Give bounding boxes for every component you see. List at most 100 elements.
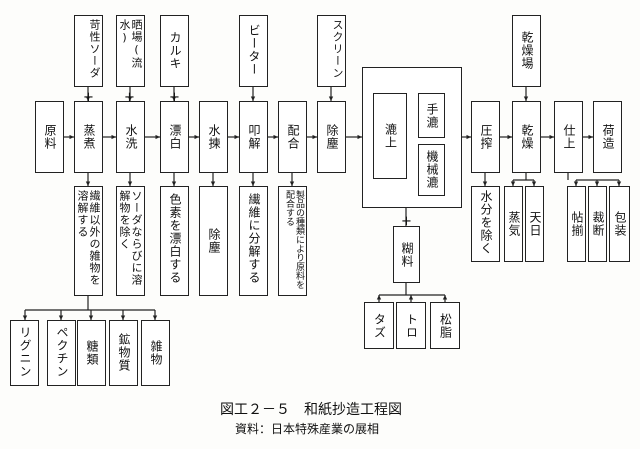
arrow-head [234,134,239,140]
binder-item-resin-label: 松脂 [438,312,453,339]
plus-sign: + [83,90,94,105]
step-wash-label: 水洗 [124,124,138,150]
step-press-label: 圧搾 [479,124,493,150]
arrow-head [155,134,160,140]
step-beat: 叩解 [239,101,268,173]
step-machine-made: 機械漉 [418,144,445,196]
top-input-beater: ビーター [239,15,268,87]
step-machine-made-label: 機械漉 [425,150,439,189]
arrow-head [523,96,529,101]
note-paste: 帖揃 [567,186,586,262]
binder-item-toro-label: トロ [404,312,419,339]
arrow-head [442,295,448,300]
step-hand-made-label: 手漉 [425,102,439,129]
arrow-head [171,181,177,186]
arrow-head [328,96,334,101]
step-mix-label: 配合 [286,124,300,150]
arrow-head [171,96,177,101]
byproduct-minerals-label: 鉱物質 [117,333,131,372]
note-steam: 蒸気 [504,186,523,262]
step-pack-label: 荷造 [601,124,615,150]
plus-sign: + [169,90,180,105]
note-boil-label: 繊維以外の雑物を溶解する [76,190,101,286]
plus-sign: + [401,214,412,229]
byproduct-sugars: 糖類 [77,320,106,386]
note-mix-label: 製品の種類により原料を配合する [284,190,304,289]
step-finish: 仕上 [554,101,583,173]
note-sun: 天日 [525,186,544,262]
step-papermaking-label: 漉上 [383,123,398,149]
step-finish-label: 仕上 [562,124,576,150]
arrow-head [573,181,579,186]
byproduct-sugars-label: 糖類 [85,340,99,366]
note-mix: 製品の種類により原料を配合する [278,186,307,296]
step-boil: 蒸煮 [74,101,103,173]
byproduct-lignin-label: リグニン [18,326,32,378]
figure-title: 図工２－５ 和紙抄造工程図 [220,402,402,418]
plus-sign: + [124,90,135,105]
step-bleach-label: 漂白 [168,124,182,150]
step-dedust-label: 除塵 [325,124,339,150]
binder-label-label: 糊料 [400,241,414,268]
note-press: 水分を除く [471,186,500,262]
note-dust-label: 除塵 [207,228,221,254]
arrow-head [588,134,593,140]
step-dedust: 除塵 [317,101,346,173]
step-raw-label: 原料 [43,124,57,150]
arrow-head [312,134,317,140]
note-wash-label: ソーダならびに溶解物を除く [118,190,143,286]
note-cut-label: 裁断 [591,211,605,237]
top-input-soda: 苛性ソーダ [74,15,103,87]
arrow-head [250,181,256,186]
note-wrap-label: 包装 [613,211,627,237]
byproduct-lignin: リグニン [10,320,39,386]
step-dust-removal-label: 水揀 [207,124,221,150]
step-papermaking: 漉上 [373,93,407,179]
step-hand-made: 手漉 [418,93,445,138]
note-press-label: 水分を除く [479,190,493,255]
byproduct-impurities-label: 雑物 [149,340,163,366]
arrow-head [69,134,74,140]
arrow-head [88,315,94,320]
byproduct-pectin: ペクチン [47,320,76,386]
binder-item-taz-label: タズ [372,312,387,339]
arrow-head [289,181,295,186]
note-cut: 裁断 [588,186,607,262]
arrow-head [250,96,256,101]
step-raw: 原料 [35,101,64,173]
arrow-head [507,134,512,140]
binder-label: 糊料 [393,226,420,283]
step-mix: 配合 [278,101,307,173]
byproduct-impurities: 雑物 [141,320,170,386]
top-input-beater-label: ビーター [247,24,261,76]
figure-source: 資料：日本特殊産業の展相 [235,422,380,436]
arrow-head [510,181,516,186]
step-dry-label: 乾燥 [520,124,534,150]
byproduct-pectin-label: ペクチン [55,326,69,378]
top-input-calcium: カルキ [160,15,189,87]
note-beat: 繊維に分解する [239,186,268,296]
top-input-soda-label: 苛性ソーダ [88,19,101,79]
arrow-head [127,181,133,186]
arrow-head [466,134,471,140]
note-dust: 除塵 [199,186,228,296]
step-press: 圧搾 [471,101,500,173]
arrow-head [357,134,362,140]
top-input-screen: スクリーン [317,15,346,87]
arrow-head [531,181,537,186]
binder-item-resin: 松脂 [430,302,460,349]
step-dust-removal: 水揀 [199,101,228,173]
arrow-head [482,181,488,186]
arrow-head [127,96,133,101]
note-bleach: 色素を漂白する [160,186,189,296]
note-wash: ソーダならびに溶解物を除く [116,186,145,296]
top-input-calcium-label: カルキ [168,31,182,70]
arrow-head [120,315,126,320]
note-wrap: 包装 [609,186,630,262]
arrow-head [85,181,91,186]
step-wash: 水洗 [116,101,145,173]
step-boil-label: 蒸煮 [82,124,96,150]
top-input-dry-yard: 乾燥場 [512,15,541,87]
